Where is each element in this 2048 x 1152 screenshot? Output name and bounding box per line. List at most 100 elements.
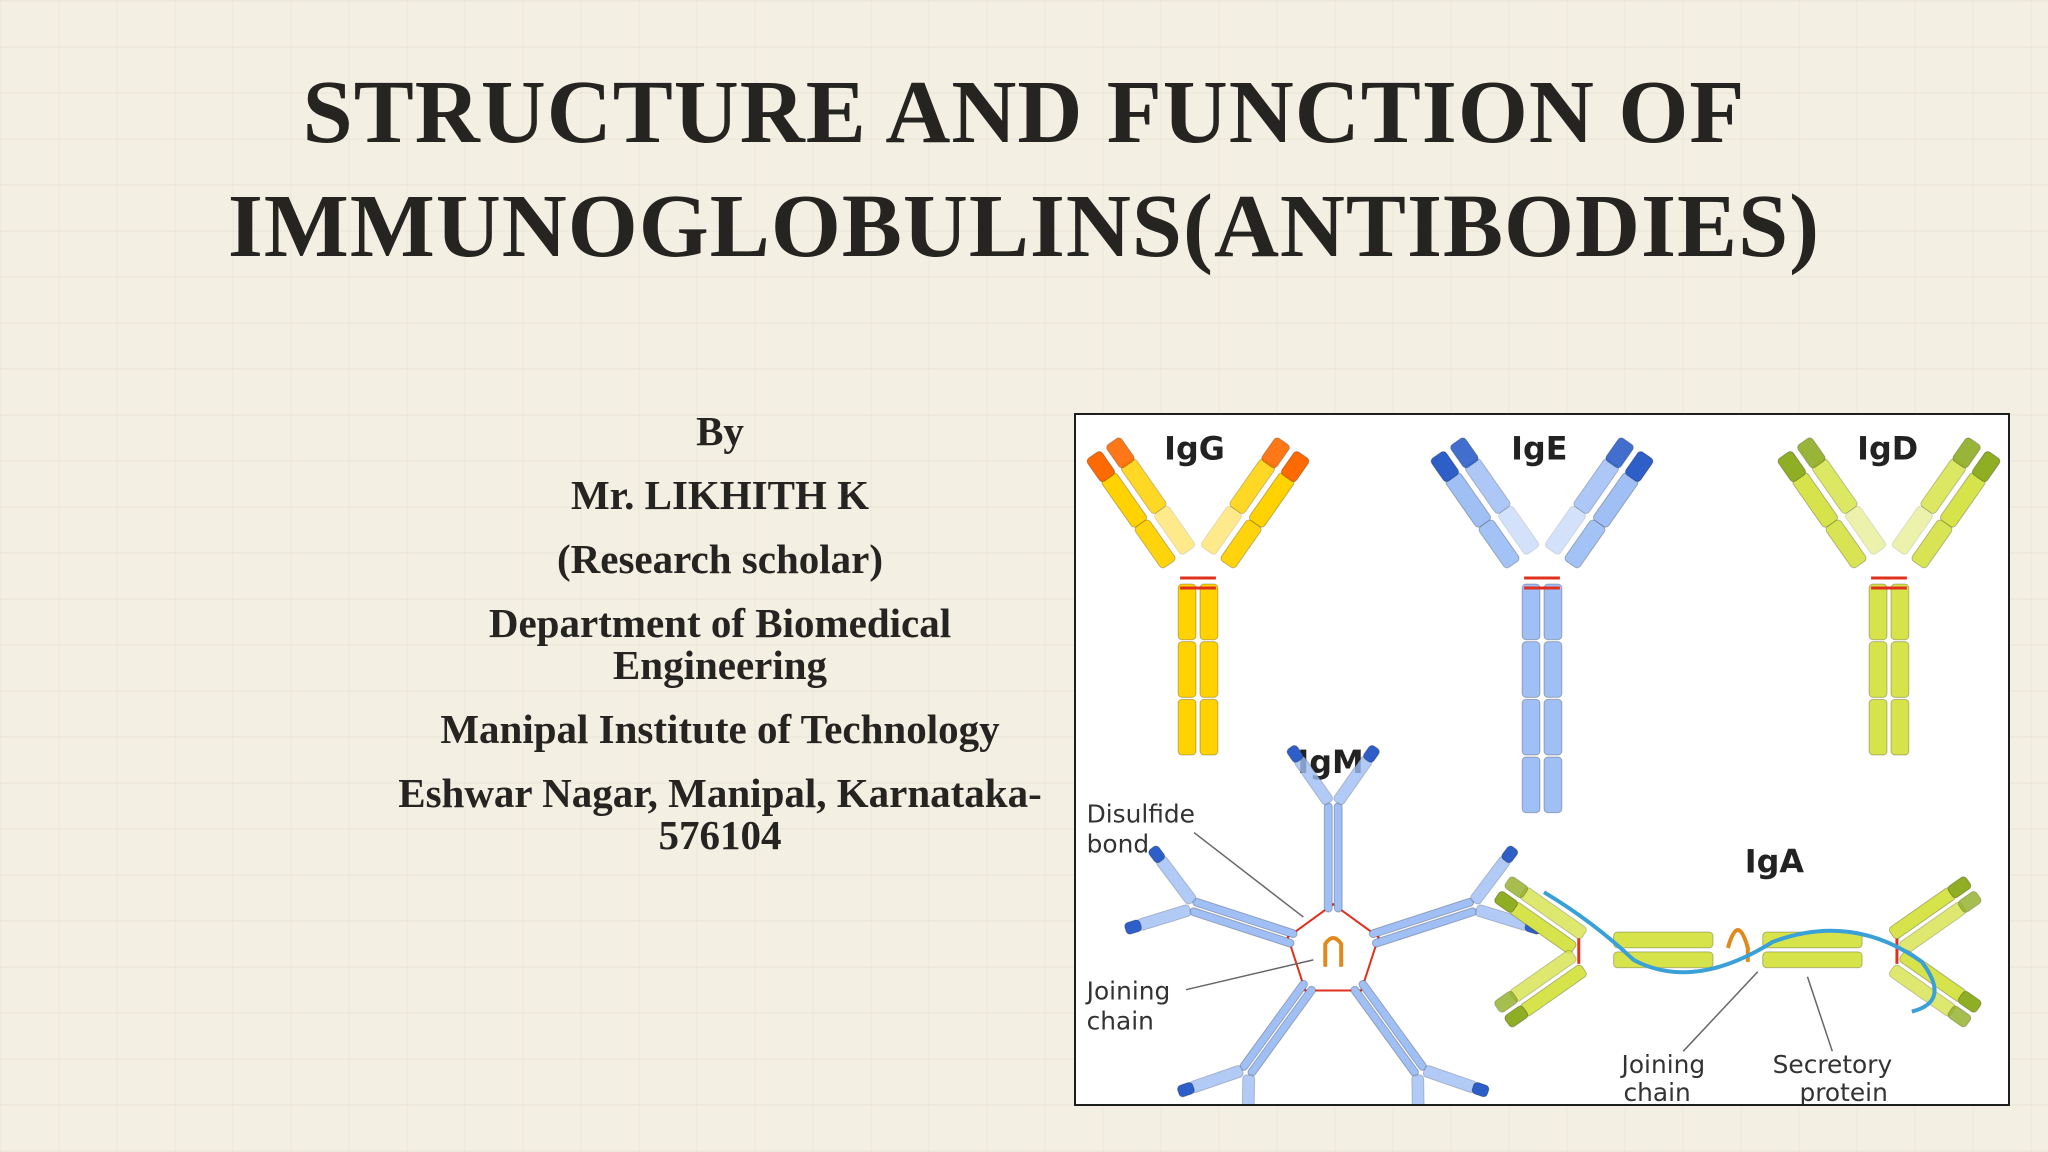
- ige-variable-region: [1624, 451, 1654, 483]
- igm-joining-chain: [1323, 936, 1344, 967]
- iga-arm: [1494, 949, 1587, 1028]
- iga-joining-chain: [1726, 928, 1750, 962]
- author-block: By Mr. LIKHITH K (Research scholar) Depa…: [360, 410, 1080, 878]
- secretory-label-1: Secretory: [1773, 1050, 1893, 1079]
- igg-heavy-chain-segment: [1177, 641, 1197, 698]
- iga-heavy-chain-segment: [1762, 951, 1863, 969]
- ige-label: IgE: [1511, 430, 1567, 468]
- author-by: By: [696, 408, 744, 454]
- address-line-1: Eshwar Nagar, Manipal, Karnataka-: [398, 770, 1042, 816]
- igm-monomer: [1368, 845, 1543, 948]
- disulfide-label-2: bond: [1087, 829, 1150, 858]
- igm-monomer: [1286, 745, 1380, 913]
- igd-heavy-chain-segment: [1868, 698, 1888, 756]
- department-line-1: Department of Biomedical: [488, 600, 952, 646]
- igd-heavy-chain-segment: [1890, 583, 1910, 641]
- igm-light-chain-segment: [1189, 1065, 1244, 1094]
- ige-structure: [1430, 437, 1654, 814]
- iga-variable-region: [1947, 876, 1972, 899]
- igg-variable-region: [1106, 437, 1135, 469]
- iga-arm: [1888, 876, 1982, 954]
- igd-heavy-chain-segment: [1825, 519, 1867, 569]
- ige-heavy-chain-segment: [1543, 698, 1563, 756]
- ige-heavy-chain-segment: [1564, 519, 1606, 569]
- slide-title: STRUCTURE AND FUNCTION OF IMMUNOGLOBULIN…: [0, 56, 2048, 284]
- igd-heavy-chain-segment: [1890, 641, 1910, 698]
- ige-heavy-chain-segment: [1521, 641, 1541, 698]
- igm-light-chain-segment: [1241, 1074, 1256, 1104]
- igm-light-chain-segment: [1136, 904, 1192, 931]
- igm-variable-region: [1148, 845, 1166, 864]
- igm-light-chain-segment: [1411, 1074, 1426, 1104]
- iga-variable-region: [1494, 990, 1518, 1013]
- igd-structure: [1777, 437, 2001, 756]
- title-line-1: STRUCTURE AND FUNCTION OF: [302, 63, 1746, 162]
- igm-light-chain-segment: [1422, 1065, 1478, 1094]
- author-institute: Manipal Institute of Technology: [440, 706, 1000, 752]
- igm-monomer: [1177, 979, 1316, 1104]
- igm-arm: [1333, 745, 1380, 806]
- igm-heavy-chain-segment: [1247, 985, 1316, 1077]
- iga-variable-region: [1504, 1005, 1529, 1028]
- igm-variable-region: [1501, 845, 1519, 864]
- joining-label-left-2: chain: [1087, 1006, 1154, 1035]
- igg-light-chain-segment: [1200, 505, 1242, 555]
- igm-arm: [1177, 1065, 1244, 1098]
- disulfide-pointer: [1193, 831, 1304, 918]
- igm-arm: [1470, 845, 1519, 905]
- author-address: Eshwar Nagar, Manipal, Karnataka- 576104: [360, 772, 1080, 856]
- igm-arm: [1286, 745, 1334, 806]
- igd-arm: [1891, 437, 2001, 569]
- author-name: Mr. LIKHITH K: [570, 472, 870, 518]
- ige-variable-region: [1450, 437, 1479, 469]
- iga-arm: [1494, 876, 1587, 954]
- joining-pointer-right: [1682, 971, 1759, 1052]
- ige-arm: [1544, 437, 1654, 569]
- secretory-pointer: [1806, 976, 1834, 1052]
- igd-variable-region: [1797, 437, 1826, 469]
- igm-variable-region: [1471, 1081, 1490, 1098]
- department-line-2: Engineering: [612, 642, 828, 688]
- igd-heavy-chain-segment: [1911, 519, 1953, 569]
- igd-variable-region: [1971, 451, 2001, 483]
- igm-arm: [1124, 904, 1192, 935]
- joining-label-left-1: Joining: [1085, 977, 1171, 1006]
- joining-label-right-1: Joining: [1620, 1050, 1706, 1079]
- igm-heavy-chain-segment: [1333, 802, 1343, 913]
- igm-variable-region: [1177, 1081, 1195, 1098]
- secretory-label-2: protein: [1800, 1078, 1888, 1104]
- igg-variable-region: [1280, 451, 1310, 483]
- ige-heavy-chain-segment: [1543, 583, 1563, 641]
- igg-arm: [1200, 437, 1310, 569]
- igm-disulfide-ring: [1286, 902, 1380, 992]
- igg-variable-region: [1086, 451, 1116, 483]
- igm-arm: [1241, 1074, 1256, 1104]
- joining-pointer-left: [1185, 959, 1314, 991]
- igg-label: IgG: [1164, 430, 1225, 468]
- igm-monomer: [1350, 979, 1490, 1104]
- iga-variable-region: [1957, 990, 1982, 1013]
- iga-variable-region: [1504, 876, 1529, 899]
- joining-label-right-2: chain: [1624, 1078, 1691, 1104]
- igd-variable-region: [1777, 451, 1807, 483]
- igg-heavy-chain-segment: [1177, 583, 1197, 641]
- igg-heavy-chain-segment: [1134, 519, 1176, 569]
- igm-heavy-chain-segment: [1350, 985, 1419, 1077]
- igd-light-chain-segment: [1845, 505, 1887, 555]
- igg-light-chain-segment: [1154, 505, 1196, 555]
- ige-light-chain-segment: [1544, 505, 1586, 555]
- iga-heavy-chain-segment: [1613, 931, 1714, 949]
- igg-variable-region: [1261, 437, 1290, 469]
- igg-heavy-chain-segment: [1199, 641, 1219, 698]
- immunoglobulin-diagram: IgG IgE IgD IgM Disulfide bond Joining c…: [1085, 430, 2001, 1104]
- ige-variable-region: [1430, 451, 1460, 483]
- igm-structure: [1124, 745, 1543, 1104]
- address-line-2: 576104: [658, 812, 782, 858]
- igg-heavy-chain-segment: [1220, 519, 1262, 569]
- igg-heavy-chain-segment: [1177, 698, 1197, 756]
- ige-light-chain-segment: [1498, 505, 1540, 555]
- igm-arm: [1148, 845, 1197, 905]
- igm-variable-region: [1124, 919, 1142, 935]
- igg-structure: [1086, 437, 1310, 756]
- ige-heavy-chain-segment: [1521, 583, 1541, 641]
